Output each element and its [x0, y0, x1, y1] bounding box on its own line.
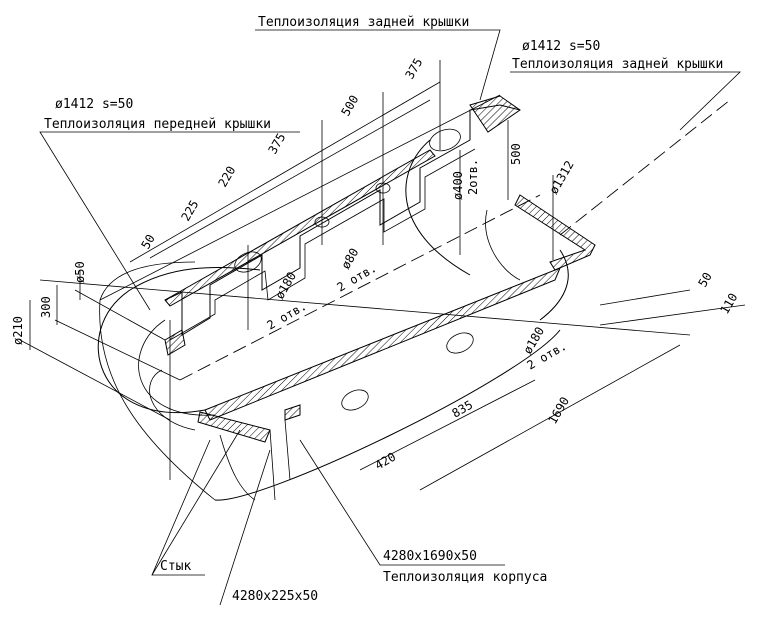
front-end-arc [97, 266, 261, 413]
back-cover-right [514, 194, 596, 271]
dim-text-300: 300 [39, 296, 53, 318]
axis-main [39, 279, 691, 336]
bottom-outer [214, 329, 561, 501]
front-bore [149, 369, 196, 431]
dim-left-50 [74, 289, 166, 341]
shell-top-edge [164, 149, 436, 307]
leader-back-right [510, 71, 741, 131]
dim-text-220: 220 [215, 164, 238, 190]
dim-text-400: ø400 [451, 171, 465, 200]
bottom-seam-2 [284, 419, 291, 481]
dim-1690 [419, 344, 681, 491]
dim-text-80: ø80 [338, 246, 361, 272]
bottom-seam [269, 429, 276, 501]
label-shell-dim: 4280x1690x50 [383, 549, 477, 564]
dim-text-50-left: 50 [138, 232, 157, 252]
dim-chain-bottom [359, 379, 536, 471]
dim-text-835: 835 [450, 398, 476, 421]
dim-text-420: 420 [373, 450, 399, 473]
dim-text-500-top: 500 [338, 93, 361, 119]
label-back-cover-top: Теплоизоляция задней крышки [258, 15, 469, 30]
label-back-cover-dim: ø1412 s=50 [522, 39, 600, 54]
label-front-cover-dim: ø1412 s=50 [55, 97, 133, 112]
label-strip-dim: 4280x225x50 [232, 589, 318, 604]
dim-text-1312: ø1312 [546, 158, 576, 196]
far-wall-profile [164, 104, 521, 336]
dim-text-375-mid: 375 [265, 131, 288, 157]
near-wall-strip-2 [284, 404, 301, 421]
front-cover-disk [99, 299, 216, 501]
dim-text-375-top: 375 [402, 56, 425, 82]
dim-text-225: 225 [178, 198, 201, 224]
label-joint: Стык [160, 559, 191, 574]
dim-chain-top [129, 81, 441, 263]
leader-joint [151, 439, 211, 576]
leader-front [39, 131, 300, 311]
leader-joint-2 [151, 429, 241, 576]
back-cover-top [469, 95, 521, 133]
bottom-inner [219, 434, 256, 501]
axis-dash [559, 99, 731, 236]
leader-strip [219, 449, 271, 606]
hole-400 [429, 128, 461, 152]
dim-text-110: 110 [717, 291, 740, 317]
dim-text-50-right: 50 [695, 270, 714, 290]
front-cover-disk-outer [99, 261, 196, 301]
leader-shell [299, 439, 505, 566]
dim-text-1690: 1690 [545, 394, 572, 426]
dim-text-500-right: 500 [509, 143, 523, 165]
dim-50-right [599, 289, 691, 306]
dim-text-50-side: ø50 [73, 261, 87, 283]
hole-180-a [234, 251, 262, 273]
label-back-cover-right: Теплоизоляция задней крышки [512, 57, 723, 72]
dim-left-210 [19, 339, 171, 421]
dim-left-300 [54, 319, 181, 381]
back-bore [485, 209, 521, 281]
dim-chain-top-2 [149, 99, 431, 259]
axis-dash-2 [179, 194, 541, 381]
hole-180-c [446, 332, 474, 354]
leader-back-top [255, 29, 501, 101]
back-cover-arc [405, 139, 471, 276]
axis-upper [99, 94, 501, 301]
near-wall-edge [204, 267, 561, 421]
far-wall-profile-2 [169, 148, 476, 341]
label-shell: Теплоизоляция корпуса [383, 570, 547, 585]
label-front-cover: Теплоизоляция передней крышки [44, 117, 271, 132]
dim-text-180-a-holes: 2 отв. [265, 299, 310, 333]
dim-text-210: ø210 [11, 316, 25, 345]
hole-180-b [341, 389, 369, 411]
dim-text-180-a: ø180 [272, 269, 299, 301]
dim-110-right [599, 304, 746, 326]
dim-text-400-holes: 2отв. [466, 159, 480, 195]
near-wall-strip [197, 411, 271, 443]
